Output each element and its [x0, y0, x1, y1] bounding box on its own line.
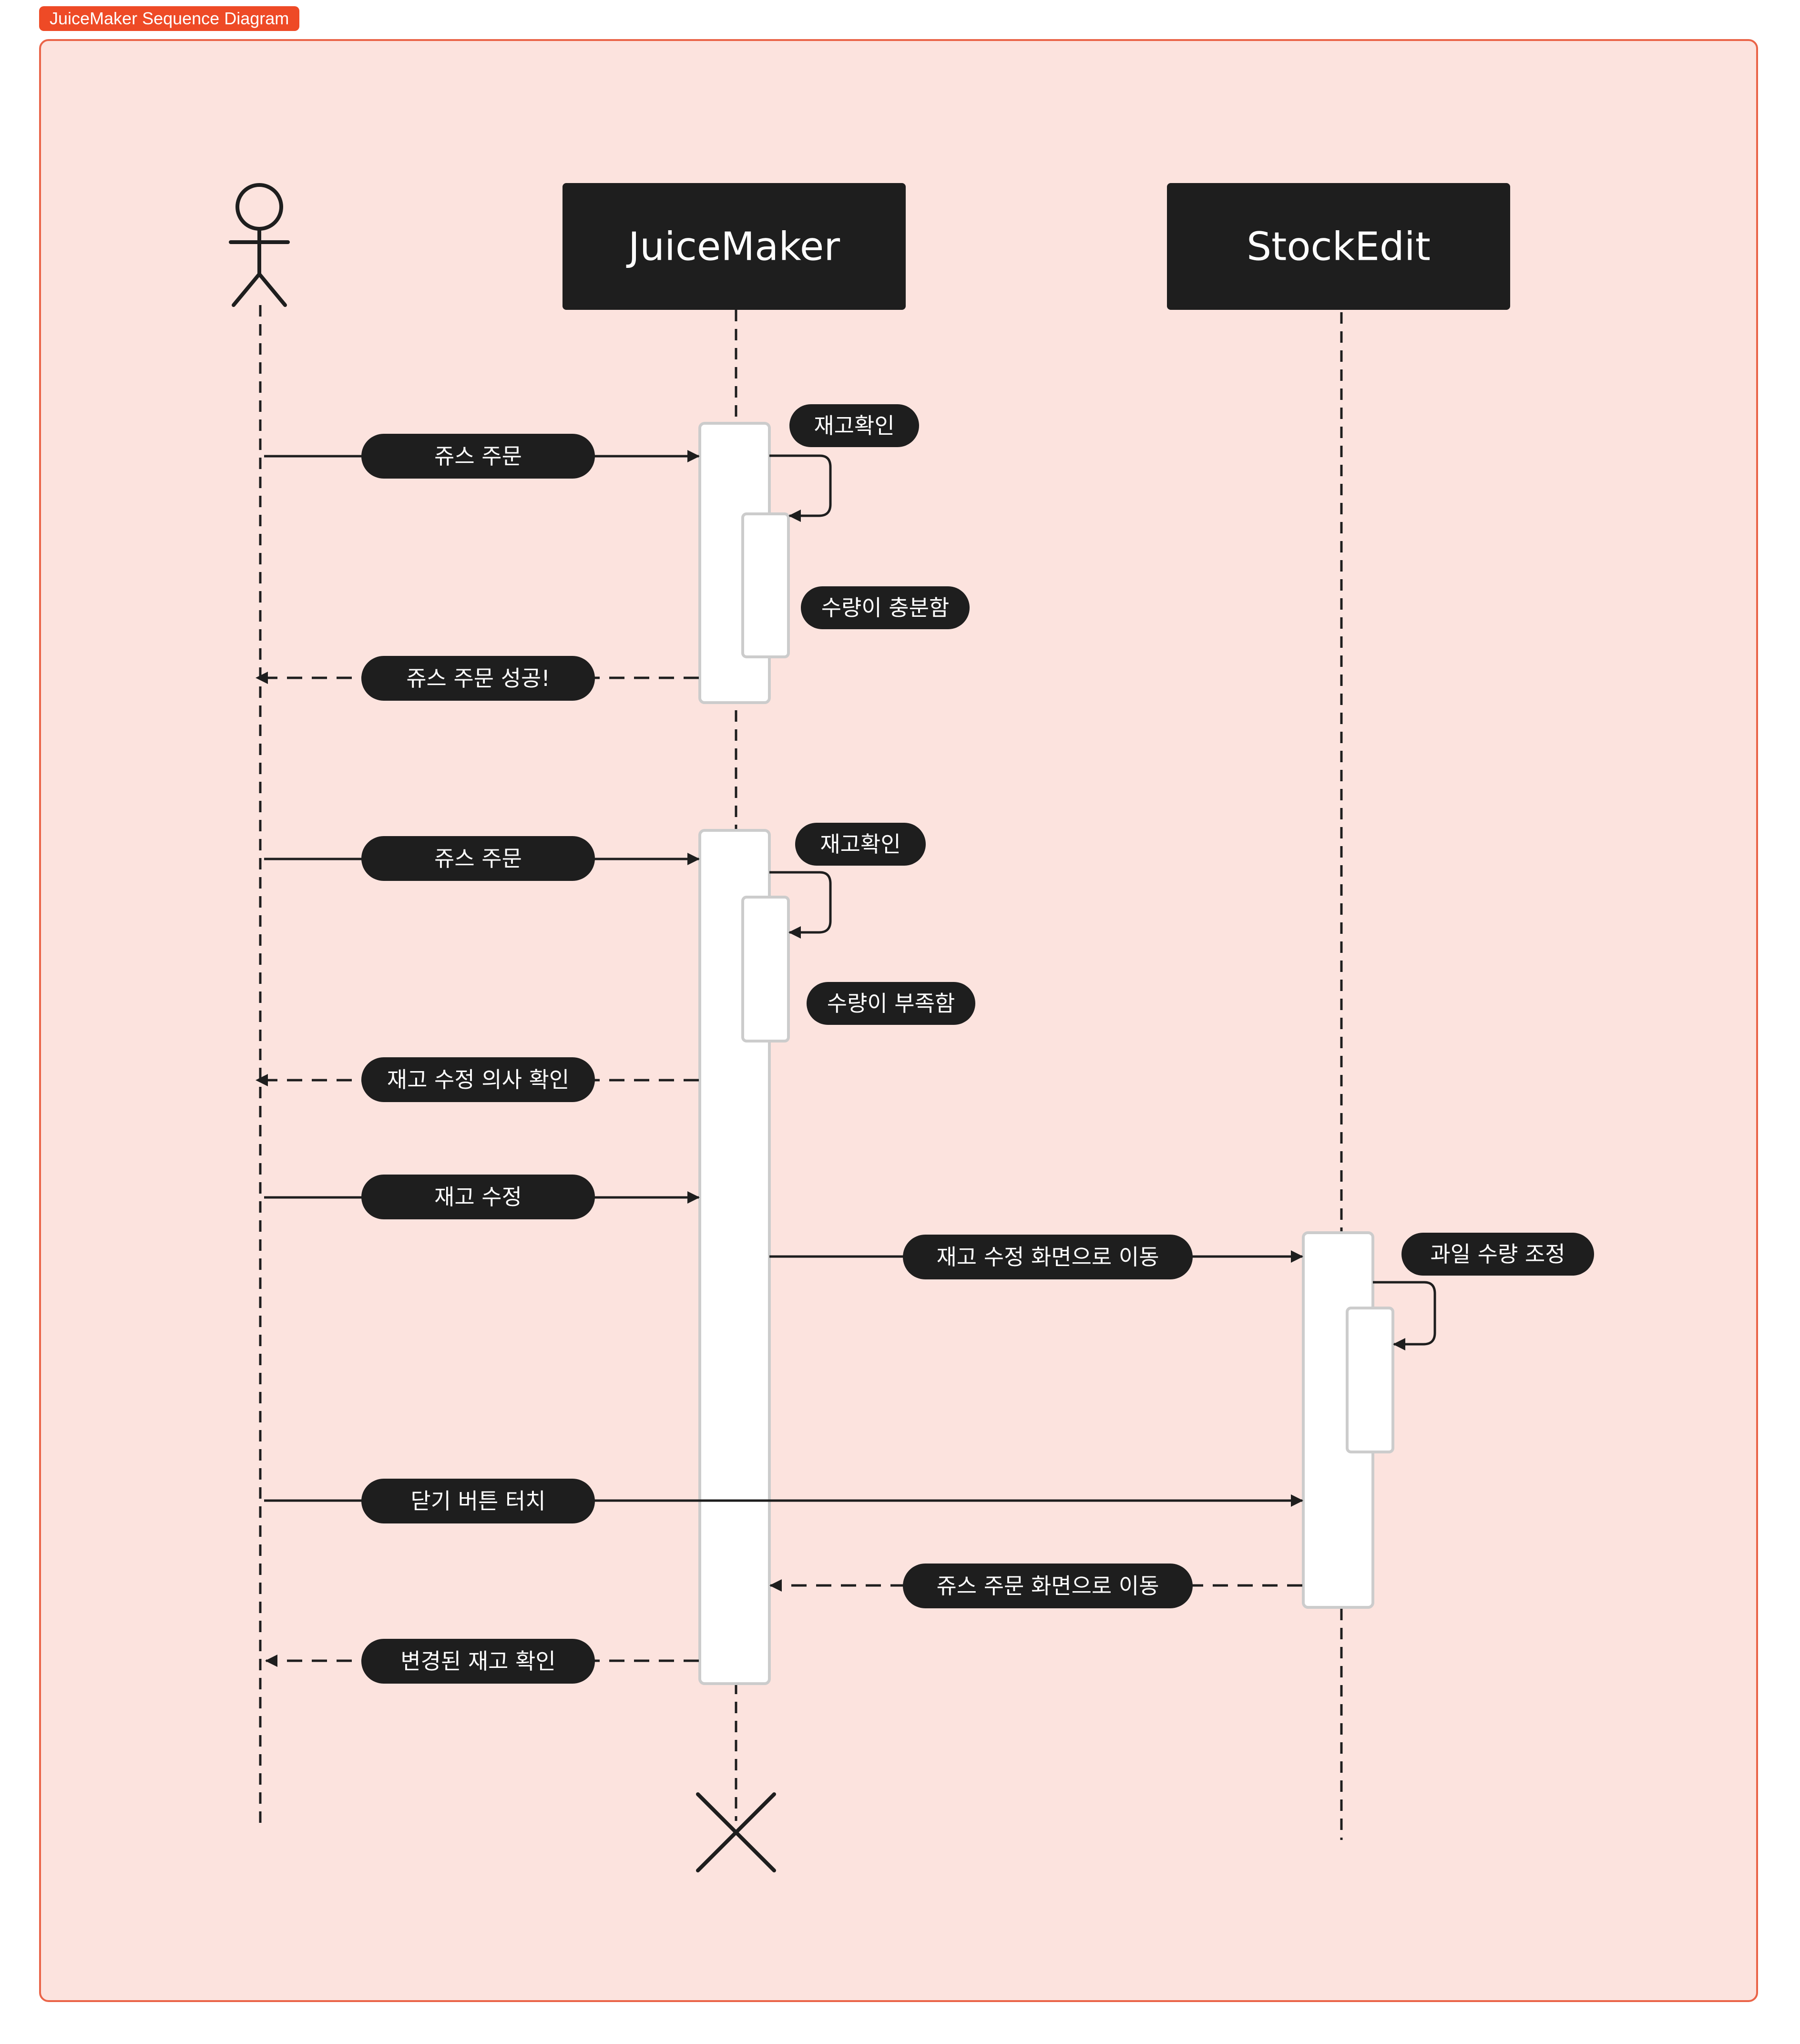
- message-label: 닫기 버튼 터치: [361, 1479, 595, 1523]
- message-label: 변경된 재고 확인: [361, 1639, 595, 1684]
- arrow-stock-check-2: [769, 871, 832, 939]
- message-label-text: 쥬스 주문: [434, 846, 522, 871]
- juicemaker-header-label: JuiceMaker: [626, 225, 840, 270]
- message-label: 재고 수정 의사 확인: [361, 1057, 595, 1102]
- message-label-text: 쥬스 주문 화면으로 이동: [936, 1573, 1159, 1599]
- stockedit-header: StockEdit: [1167, 183, 1510, 310]
- message-label-text: 재고 수정 화면으로 이동: [936, 1244, 1159, 1270]
- message-label: 재고 수정: [361, 1175, 595, 1219]
- message-label-text: 쥬스 주문 성공!: [406, 665, 550, 691]
- juicemaker-self-activation-2: [741, 896, 790, 1042]
- message-label: 쥬스 주문 화면으로 이동: [903, 1564, 1193, 1608]
- message-label-text: 재고 수정: [434, 1184, 522, 1210]
- arrow-adjust-fruit: [1373, 1281, 1436, 1350]
- arrow-stock-check-1: [769, 454, 832, 522]
- x-destroy-icon: [696, 1792, 776, 1872]
- message-label-text: 닫기 버튼 터치: [410, 1488, 545, 1514]
- message-label-text: 재고 수정 의사 확인: [387, 1067, 569, 1093]
- message-label-text: 과일 수량 조정: [1430, 1241, 1565, 1267]
- message-label: 재고확인: [789, 404, 919, 447]
- message-label: 과일 수량 조정: [1401, 1233, 1594, 1276]
- stick-figure-actor-icon: [229, 183, 290, 307]
- message-label: 수량이 충분함: [801, 586, 970, 629]
- message-label-text: 재고확인: [820, 831, 900, 857]
- frame-title-tag: JuiceMaker Sequence Diagram: [39, 6, 300, 31]
- message-label: 쥬스 주문: [361, 434, 595, 479]
- message-label-text: 변경된 재고 확인: [400, 1648, 555, 1674]
- message-label-text: 수량이 충분함: [821, 595, 950, 621]
- stockedit-header-label: StockEdit: [1247, 225, 1431, 270]
- juicemaker-self-activation-1: [741, 512, 790, 658]
- message-label: 쥬스 주문: [361, 836, 595, 881]
- juicemaker-header: JuiceMaker: [562, 183, 906, 310]
- message-label-text: 재고확인: [814, 413, 894, 439]
- message-label-text: 쥬스 주문: [434, 443, 522, 469]
- message-label: 재고 수정 화면으로 이동: [903, 1235, 1193, 1279]
- message-label: 쥬스 주문 성공!: [361, 656, 595, 701]
- message-label: 수량이 부족함: [807, 982, 975, 1025]
- message-label: 재고확인: [795, 823, 926, 866]
- message-label-text: 수량이 부족함: [827, 991, 955, 1016]
- stockedit-self-activation: [1346, 1307, 1394, 1453]
